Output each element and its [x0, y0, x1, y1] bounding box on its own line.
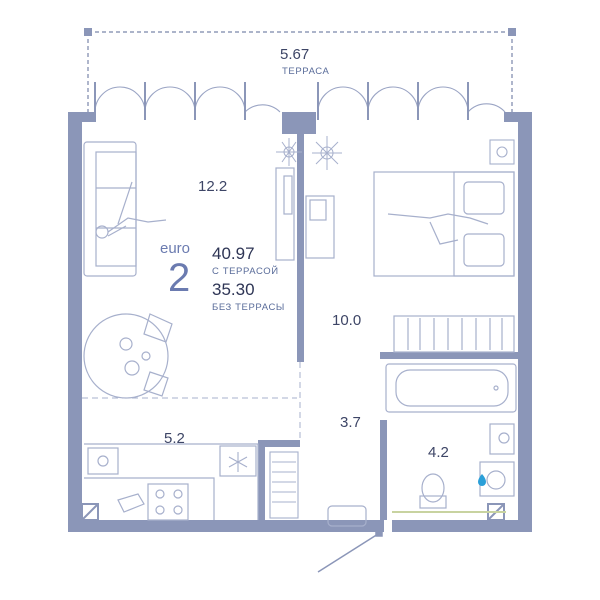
apartment-type-label: euro: [160, 240, 191, 257]
plants: [276, 136, 342, 170]
bedroom-sink: [489, 139, 515, 165]
terrace-mullions: [94, 82, 469, 120]
toilet: [419, 473, 447, 509]
total-area-without-terrace: 35.30: [212, 280, 255, 299]
person-on-sofa: [95, 181, 167, 239]
terrace-posts: [84, 28, 516, 36]
zone-lines: [82, 362, 301, 440]
wardrobe: [393, 315, 515, 353]
snowflake-icon: [228, 452, 248, 472]
bedroom-area: 10.0: [332, 312, 362, 329]
entrance-mat: [327, 505, 367, 527]
kitchen-counter: [84, 443, 259, 521]
hall-area: 3.7: [340, 414, 361, 431]
water-drop-icon: [478, 474, 486, 486]
total-area-with-terrace: 40.97: [212, 244, 255, 263]
living-room-area: 12.2: [198, 178, 228, 195]
dining-table: [83, 313, 173, 399]
bathroom-area: 4.2: [428, 444, 449, 461]
exterior-walls: [68, 112, 532, 532]
radiator: [269, 451, 299, 519]
terrace-area: 5.67: [280, 46, 310, 63]
terrace-outline: [87, 31, 513, 112]
entrance-door: [317, 529, 383, 573]
corner-shafts: [81, 503, 505, 521]
tv-unit: [275, 167, 335, 261]
terrace-doors: [94, 86, 506, 113]
bathtub: [385, 363, 517, 413]
wash-basin: [489, 423, 515, 455]
room-count: 2: [168, 256, 191, 300]
interior-walls: [258, 134, 518, 520]
sofa: [83, 141, 137, 277]
with-terrace-label: С ТЕРРАСОЙ: [212, 266, 279, 277]
kitchen-area: 5.2: [164, 430, 185, 447]
bed: [373, 171, 515, 277]
without-terrace-label: БЕЗ ТЕРРАСЫ: [212, 302, 285, 313]
terrace-label: ТЕРРАСА: [282, 66, 330, 77]
